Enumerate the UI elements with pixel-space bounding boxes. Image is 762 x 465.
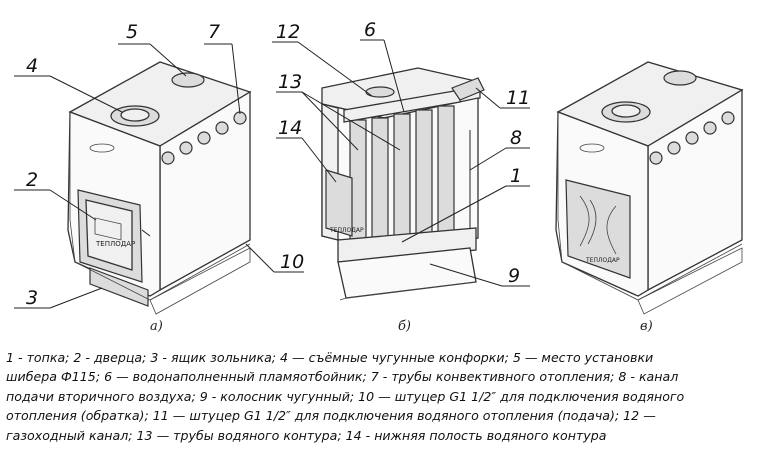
legend-line: отопления (обратка); 11 — штуцер G1 1/2″… xyxy=(6,408,656,424)
callout-leaders xyxy=(14,39,530,309)
callout-10: 10 xyxy=(280,251,304,273)
callout-2: 2 xyxy=(26,169,38,191)
brand-label-c: ТЕПЛОДАР xyxy=(585,257,620,264)
legend-line: 1 - топка; 2 - дверца; 3 - ящик зольника… xyxy=(6,350,654,365)
legend-line: газоходный канал; 13 — трубы водяного ко… xyxy=(6,427,607,443)
legend-line: подачи вторичного воздуха; 9 - колосник … xyxy=(6,388,685,404)
callout-1: 1 xyxy=(510,165,522,187)
callout-14: 14 xyxy=(278,117,302,139)
caption-a: а) xyxy=(150,319,163,334)
callout-12: 12 xyxy=(276,21,300,43)
callout-7: 7 xyxy=(208,21,220,43)
callout-6: 6 xyxy=(364,19,376,41)
callout-5: 5 xyxy=(126,21,138,43)
callout-11: 11 xyxy=(506,87,530,109)
legend-line: шибера Ф115; 6 — водонаполненный пламяот… xyxy=(6,369,679,385)
callout-4: 4 xyxy=(26,55,38,77)
brand-label-b: ТЕПЛОДАР xyxy=(329,227,364,234)
caption-c: в) xyxy=(640,319,653,334)
caption-b: б) xyxy=(398,319,411,334)
callout-numbers: 4 5 7 2 3 10 12 6 11 13 14 8 1 9 xyxy=(26,19,530,309)
stove-diagram: ТЕПЛОДАР ТЕПЛОДАР xyxy=(14,19,744,334)
callout-9: 9 xyxy=(508,265,520,287)
panel-a-stove-front: ТЕПЛОДАР xyxy=(67,61,252,315)
callout-13: 13 xyxy=(278,71,302,93)
callout-3: 3 xyxy=(26,287,38,309)
brand-label-a: ТЕПЛОДАР xyxy=(95,240,135,248)
callout-8: 8 xyxy=(510,127,522,149)
panel-b-stove-section: ТЕПЛОДАР xyxy=(321,67,485,301)
panel-c-stove-variant: ТЕПЛОДАР xyxy=(555,61,744,315)
legend: 1 - топка; 2 - дверца; 3 - ящик зольника… xyxy=(6,348,758,445)
